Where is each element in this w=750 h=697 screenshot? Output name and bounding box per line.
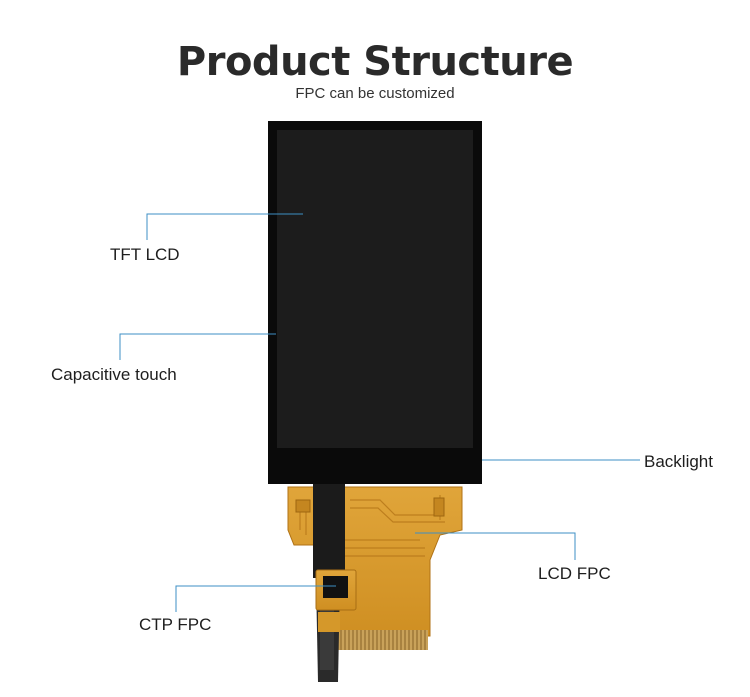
label-capacitive-touch: Capacitive touch (51, 365, 177, 384)
page-subtitle: FPC can be customized (295, 85, 455, 102)
leader-capacitive-touch (119, 333, 276, 360)
ctp-fpc (315, 569, 357, 632)
leader-lcd-fpc (415, 532, 576, 560)
leader-ctp-fpc (175, 585, 336, 612)
label-ctp-fpc: CTP FPC (139, 615, 212, 634)
label-lcd-fpc: LCD FPC (538, 564, 611, 583)
leader-tft-lcd (146, 213, 303, 240)
label-backlight: Backlight (644, 452, 713, 471)
leader-lines (119, 213, 640, 612)
page-title: Product Structure (176, 39, 574, 85)
label-tft-lcd: TFT LCD (110, 245, 180, 264)
tft-screen (277, 130, 473, 448)
